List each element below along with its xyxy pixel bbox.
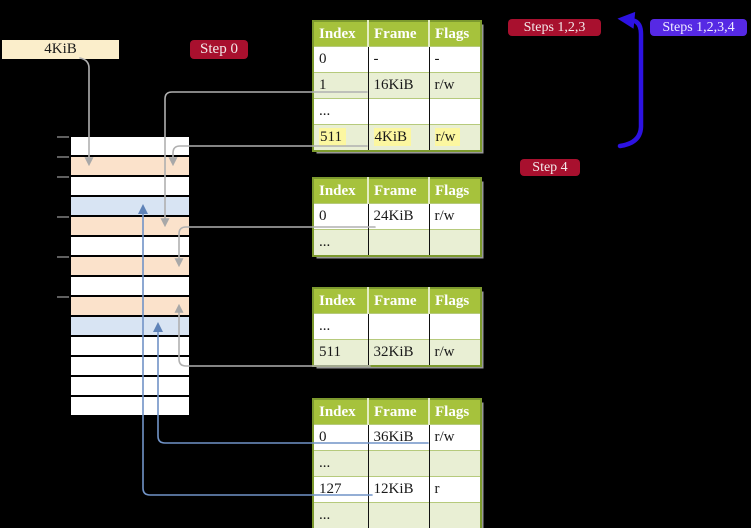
memory-frame-row <box>71 357 189 377</box>
memory-frame-row <box>71 237 189 257</box>
table-row: ... <box>313 98 481 125</box>
table-cell: 36KiB <box>368 424 430 451</box>
badge-steps-1-2-3-4: Steps 1,2,3,4 <box>650 19 747 36</box>
memory-frame-row <box>71 197 189 217</box>
table-cell: 16KiB <box>368 72 430 99</box>
table-cell: ... <box>313 313 369 340</box>
table-cell: ... <box>313 502 369 528</box>
column-header: Frame <box>368 178 430 204</box>
badge-step-4: Step 4 <box>520 159 580 176</box>
table-cell: 4KiB <box>368 124 430 151</box>
table-cell: - <box>429 46 481 73</box>
table-row: ... <box>313 450 481 477</box>
table-cell: - <box>368 46 430 73</box>
table-cell: 0 <box>313 424 369 451</box>
table-row: ... <box>313 313 481 340</box>
highlighted-value: 4KiB <box>373 128 412 146</box>
column-header: Flags <box>429 399 481 425</box>
physical-memory-column <box>69 135 191 417</box>
table-cell: r <box>429 476 481 503</box>
table-cell: r/w <box>429 203 481 230</box>
table-cell: ... <box>313 98 369 125</box>
table-cell <box>368 450 430 477</box>
memory-frame-row <box>71 257 189 277</box>
memory-frame-row <box>71 177 189 197</box>
memory-frame-row <box>71 317 189 337</box>
highlighted-value: r/w <box>434 128 460 146</box>
memory-frame-row <box>71 337 189 357</box>
column-header: Index <box>313 399 369 425</box>
table-cell <box>429 450 481 477</box>
table-row: ... <box>313 229 481 256</box>
memory-frame-row <box>71 297 189 317</box>
column-header: Frame <box>368 288 430 314</box>
table-cell: 511 <box>313 124 369 151</box>
memory-frame-row <box>71 397 189 415</box>
table-cell: 32KiB <box>368 339 430 366</box>
column-header: Index <box>313 178 369 204</box>
memory-frame-row <box>71 377 189 397</box>
memory-address-ticks <box>57 136 69 298</box>
steps-loop-arrow <box>617 11 644 149</box>
table-cell <box>429 502 481 528</box>
table-cell <box>429 229 481 256</box>
table-cell: 127 <box>313 476 369 503</box>
highlighted-value: 511 <box>319 128 346 146</box>
table-cell: r/w <box>429 72 481 99</box>
table-row: 511 4KiB r/w <box>313 124 481 151</box>
table-cell: r/w <box>429 339 481 366</box>
column-header: Flags <box>429 178 481 204</box>
table-cell <box>429 98 481 125</box>
table-cell: ... <box>313 450 369 477</box>
table-cell <box>368 229 430 256</box>
table-row: 0-- <box>313 46 481 73</box>
table-cell: r/w <box>429 424 481 451</box>
frame-size-label: 4KiB <box>2 40 119 59</box>
table-cell: ... <box>313 229 369 256</box>
table-cell: r/w <box>429 124 481 151</box>
column-header: Index <box>313 21 369 47</box>
memory-frame-row <box>71 277 189 297</box>
table-cell <box>368 313 430 340</box>
table-cell <box>368 502 430 528</box>
memory-frame-row <box>71 157 189 177</box>
table-cell: 12KiB <box>368 476 430 503</box>
table-cell <box>429 313 481 340</box>
table-cell: 1 <box>313 72 369 99</box>
memory-frame-row <box>71 137 189 157</box>
column-header: Flags <box>429 288 481 314</box>
table-cell: 0 <box>313 203 369 230</box>
badge-step-0: Step 0 <box>190 40 248 59</box>
table-cell: 24KiB <box>368 203 430 230</box>
column-header: Frame <box>368 399 430 425</box>
memory-frame-row <box>71 217 189 237</box>
column-header: Frame <box>368 21 430 47</box>
badge-steps-1-2-3: Steps 1,2,3 <box>508 19 601 36</box>
table-cell <box>368 98 430 125</box>
table-row: ... <box>313 502 481 528</box>
column-header: Index <box>313 288 369 314</box>
table-cell: 0 <box>313 46 369 73</box>
table-cell: 511 <box>313 339 369 366</box>
column-header: Flags <box>429 21 481 47</box>
